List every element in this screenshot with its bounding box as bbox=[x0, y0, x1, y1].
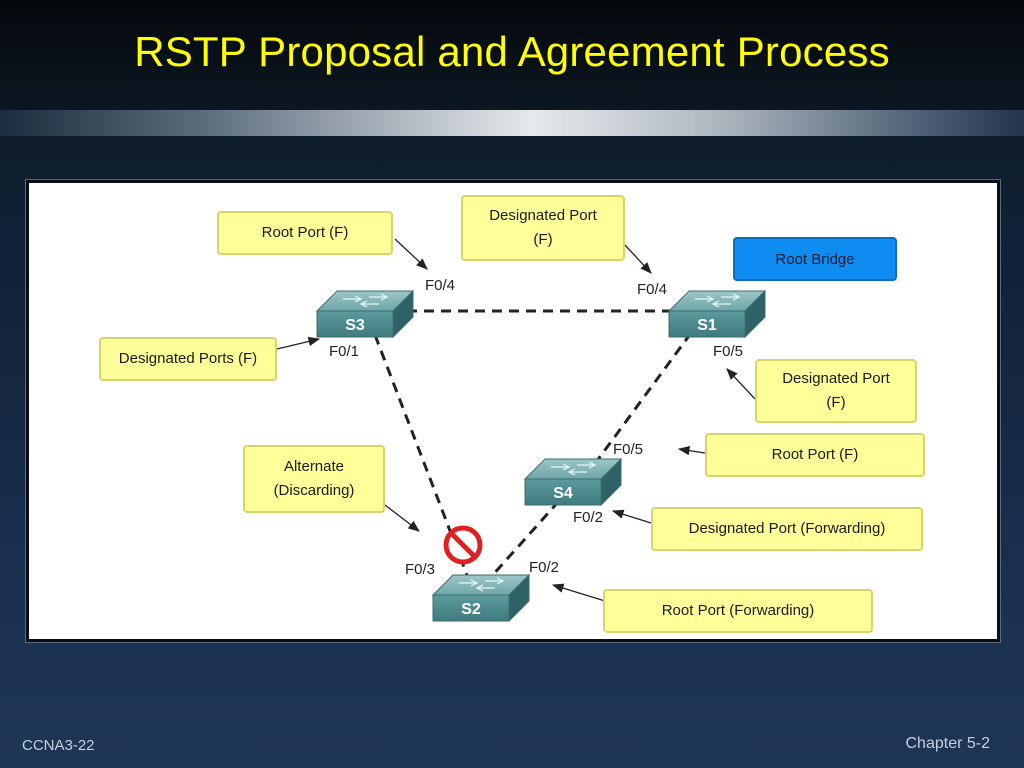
arrow-s3-root-port bbox=[394, 238, 428, 270]
label-root-bridge: Root Bridge bbox=[733, 237, 897, 281]
label-s1-f05-designated-line1: Designated Port bbox=[782, 370, 890, 387]
port-label-s2-f03: F0/3 bbox=[405, 561, 436, 578]
label-s1-designated-f05: Designated Port (F) bbox=[755, 359, 917, 423]
port-label-s1-f05: F0/5 bbox=[713, 343, 744, 360]
label-s1-f05-designated-line2: (F) bbox=[826, 394, 846, 411]
slide-header: RSTP Proposal and Agreement Process bbox=[0, 0, 1024, 110]
footer-chapter: Chapter 5-2 bbox=[905, 735, 991, 752]
footer-course-code: CCNA3-22 bbox=[22, 737, 95, 754]
switch-s4-label: S4 bbox=[553, 485, 573, 502]
topology-diagram: S3 S1 S4 S2 bbox=[276, 238, 767, 623]
label-s4-designated-forwarding: Designated Port (Forwarding) bbox=[651, 507, 923, 551]
arrow-alternate bbox=[384, 504, 420, 532]
switch-s3[interactable]: S3 bbox=[315, 289, 415, 339]
arrow-s4-root-port bbox=[677, 445, 706, 456]
switch-s4[interactable]: S4 bbox=[523, 457, 623, 507]
slide-title: RSTP Proposal and Agreement Process bbox=[134, 28, 890, 75]
port-label-s3-f01: F0/1 bbox=[329, 343, 360, 360]
link-s3-s2 bbox=[373, 334, 469, 576]
label-s4-root-port-text: Root Port (F) bbox=[771, 446, 859, 463]
port-label-s1-f04: F0/4 bbox=[637, 281, 668, 298]
port-label-s4-f05: F0/5 bbox=[613, 441, 644, 458]
arrow-s4-designated-forwarding bbox=[611, 509, 652, 524]
switch-s1-label: S1 bbox=[697, 317, 717, 334]
label-s2-root-forwarding: Root Port (Forwarding) bbox=[603, 589, 873, 633]
label-root-bridge-text: Root Bridge bbox=[775, 250, 855, 268]
label-alternate-line1: Alternate bbox=[283, 458, 345, 475]
arrow-s2-root-forwarding bbox=[551, 583, 606, 602]
label-s3-root-port: Root Port (F) bbox=[217, 211, 393, 255]
port-label-s3-f04: F0/4 bbox=[425, 277, 456, 294]
arrow-s3-designated-ports bbox=[276, 336, 321, 350]
label-s1-designated-line1: Designated Port bbox=[489, 207, 597, 224]
switch-s1[interactable]: S1 bbox=[667, 289, 767, 339]
label-s4-root-port: Root Port (F) bbox=[705, 433, 925, 477]
port-label-s2-f02: F0/2 bbox=[529, 559, 560, 576]
blocked-port-icon bbox=[443, 525, 483, 565]
link-s1-s4 bbox=[592, 332, 693, 466]
label-s3-designated-ports-text: Designated Ports (F) bbox=[118, 350, 258, 367]
switch-s2[interactable]: S2 bbox=[431, 573, 531, 623]
label-s2-root-forwarding-text: Root Port (Forwarding) bbox=[661, 602, 815, 619]
switch-s2-label: S2 bbox=[461, 601, 481, 618]
label-s3-root-port-text: Root Port (F) bbox=[261, 224, 349, 241]
arrow-s1-designated-f05 bbox=[726, 368, 756, 400]
port-label-s4-f02: F0/2 bbox=[573, 509, 604, 526]
label-s1-designated-line2: (F) bbox=[533, 231, 553, 248]
header-divider-bar bbox=[0, 110, 1024, 136]
diagram-panel: S3 S1 S4 S2 bbox=[25, 179, 1001, 643]
switch-s3-label: S3 bbox=[345, 317, 365, 334]
label-alternate: Alternate (Discarding) bbox=[243, 445, 385, 513]
label-alternate-line2: (Discarding) bbox=[273, 482, 355, 499]
label-s1-designated-f04: Designated Port (F) bbox=[461, 195, 625, 261]
label-s3-designated-ports: Designated Ports (F) bbox=[99, 337, 277, 381]
arrow-s1-designated-f04 bbox=[624, 244, 652, 274]
label-s4-designated-forwarding-text: Designated Port (Forwarding) bbox=[688, 520, 886, 537]
